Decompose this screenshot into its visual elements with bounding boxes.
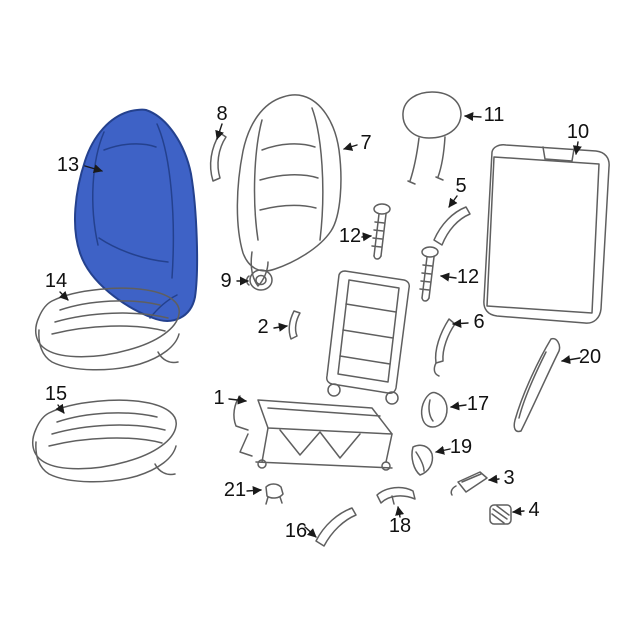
part-mounting-bolt-lower (419, 246, 439, 302)
leader-17 (450, 401, 467, 411)
callout-cushion-upper: 14 (44, 270, 68, 292)
callout-release-handle: 18 (388, 515, 412, 537)
callout-seat-back-cover: 7 (360, 132, 372, 154)
leader-lines (55, 111, 582, 538)
callout-bolt-upper: 12 (338, 225, 362, 247)
callout-side-shield: 20 (578, 346, 602, 368)
part-side-shield (513, 337, 561, 433)
callout-side-cover: 3 (503, 467, 515, 489)
leader-13 (84, 164, 103, 174)
leader-2 (273, 322, 288, 332)
part-retainer-clip (265, 483, 284, 505)
part-latch-lever (433, 318, 456, 377)
leader-12-upper (361, 232, 372, 242)
part-side-cover (450, 471, 488, 496)
leader-14 (58, 290, 69, 301)
part-trim-clip (288, 310, 301, 340)
part-seat-back-cover (236, 94, 342, 287)
leader-1 (228, 395, 247, 405)
callout-pivot-cover: 17 (466, 393, 490, 415)
leader-18 (395, 506, 405, 518)
callout-retainer-clip: 21 (223, 479, 247, 501)
leader-10 (572, 141, 582, 155)
part-fastener-pad (489, 504, 512, 525)
callout-headrest: 11 (483, 104, 505, 126)
part-pivot-cover (420, 391, 448, 428)
callout-recliner-handle: 5 (455, 175, 467, 197)
part-grommet (246, 269, 273, 291)
callout-seat-frame: 1 (213, 387, 225, 409)
leader-21 (246, 486, 262, 496)
leader-3 (488, 474, 500, 484)
callout-seat-back-cushion: 13 (56, 154, 80, 176)
leader-11 (464, 111, 482, 122)
leader-15 (55, 403, 65, 414)
callout-lower-trim-strip: 16 (284, 520, 308, 542)
leader-5 (448, 195, 458, 208)
leader-4 (512, 506, 525, 516)
callout-fastener-pad: 4 (528, 499, 540, 521)
callout-latch-lever: 6 (473, 311, 485, 333)
part-seat-frame-assembly (233, 270, 410, 471)
part-mounting-bolt-upper (371, 203, 391, 260)
callout-bracket: 19 (449, 436, 473, 458)
leader-8 (215, 123, 224, 140)
part-release-handle (376, 486, 416, 505)
callout-upper-side-trim: 8 (216, 103, 228, 125)
part-recliner-handle (433, 206, 471, 246)
leader-7 (343, 142, 358, 151)
leader-12-lower (440, 272, 457, 282)
part-seat-cushion-lower (31, 399, 177, 483)
callout-bolt-lower: 12 (456, 266, 480, 288)
callout-trim-clip: 2 (257, 316, 269, 338)
callout-cushion-lower: 15 (44, 383, 68, 405)
leader-16 (304, 526, 317, 538)
leader-19 (435, 445, 451, 455)
part-seat-back-cushion-highlighted (73, 108, 199, 322)
callout-seat-back-panel: 10 (566, 121, 590, 143)
part-headrest (402, 91, 462, 185)
leader-20 (561, 355, 581, 365)
part-bracket (411, 444, 434, 476)
part-upper-side-trim (209, 132, 227, 182)
callout-grommet: 9 (220, 270, 232, 292)
part-seat-back-panel (483, 144, 610, 324)
part-lower-trim-strip (315, 507, 357, 547)
leader-6 (452, 318, 469, 328)
